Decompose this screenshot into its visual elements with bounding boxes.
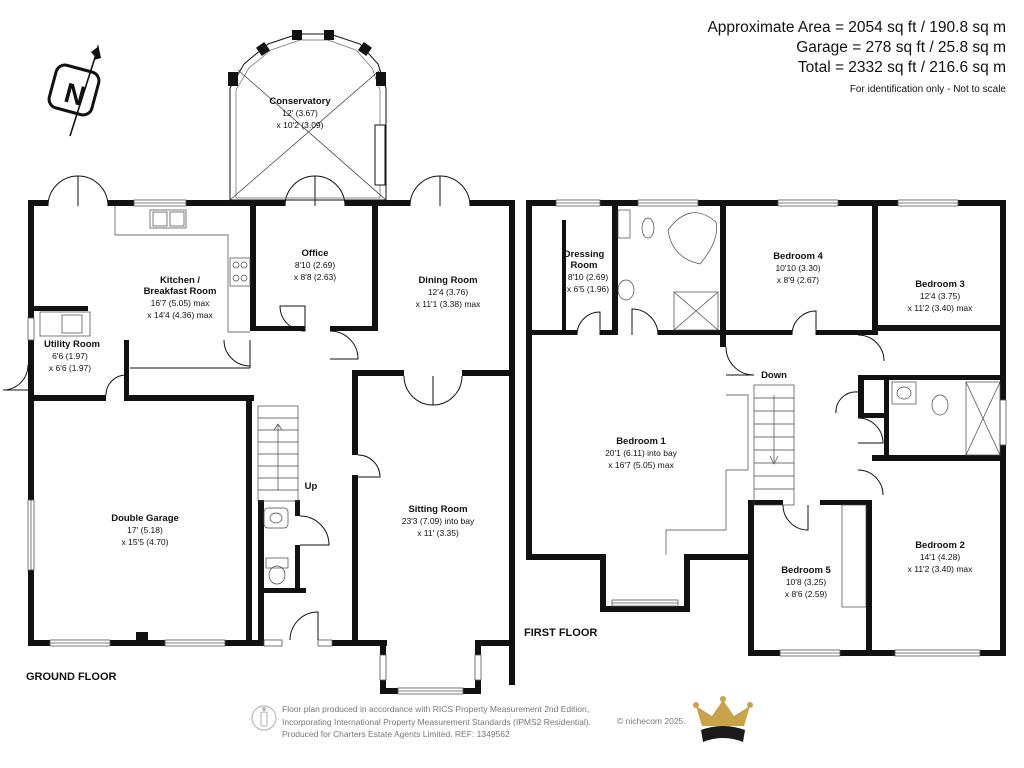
footer-line-1: Floor plan produced in accordance with R… [282, 704, 590, 714]
ground-doors [2, 175, 471, 641]
garage-dim2: x 15'5 (4.70) [122, 537, 169, 547]
approximate-area: Approximate Area = 2054 sq ft / 190.8 sq… [707, 19, 1006, 36]
bedroom1-dim2: x 16'7 (5.05) max [608, 460, 674, 470]
total-area: Total = 2332 sq ft / 216.6 sq m [797, 59, 1006, 76]
first-labels: Dressing Room 8'10 (2.69) x 6'5 (1.96) B… [524, 249, 973, 639]
sitting-dim1: 23'3 (7.09) into bay [402, 516, 475, 526]
stairs-up-label: Up [305, 481, 318, 492]
kitchen-dim1: 16'7 (5.05) max [151, 298, 211, 308]
utility-dim1: 6'6 (1.97) [52, 351, 88, 361]
scale-note: For identification only - Not to scale [849, 84, 1006, 95]
garage-name: Double Garage [111, 513, 179, 524]
first-doors [576, 308, 885, 531]
bedroom1-dim1: 20'1 (6.11) into bay [605, 448, 678, 458]
dressing-dim1: 8'10 (2.69) [568, 272, 609, 282]
north-arrow-icon: N [47, 44, 101, 137]
kitchen-name2: Breakfast Room [144, 286, 217, 297]
office-name: Office [302, 248, 329, 259]
footer-line-2: Incorporating International Property Mea… [282, 716, 591, 727]
dining-dim1: 12'4 (3.76) [428, 287, 469, 297]
bedroom4-dim1: 10'10 (3.30) [775, 263, 820, 273]
bedroom5-dim2: x 8'6 (2.59) [785, 589, 827, 599]
stairs-up [257, 405, 299, 502]
office-dim2: x 8'8 (2.63) [294, 272, 336, 282]
kitchen-fittings [39, 206, 251, 337]
compass-letter: N [61, 77, 89, 112]
bedroom3-dim1: 12'4 (3.75) [920, 291, 961, 301]
bedroom3-name: Bedroom 3 [915, 279, 965, 290]
crown-logo-icon [693, 696, 753, 742]
dressing-dim2: x 6'5 (1.96) [567, 284, 609, 294]
bedroom5-name: Bedroom 5 [781, 565, 831, 576]
copyright: © nichecom 2025. [617, 716, 686, 726]
office-dim1: 8'10 (2.69) [295, 260, 336, 270]
area-summary: Approximate Area = 2054 sq ft / 190.8 sq… [707, 18, 1006, 98]
dressing-name1: Dressing [564, 249, 605, 260]
ground-labels: Conservatory 12' (3.67) x 10'2 (3.09) Ki… [26, 96, 481, 683]
bedroom3-dim2: x 11'2 (3.40) max [908, 303, 974, 313]
first-floor-title: FIRST FLOOR [524, 627, 597, 639]
sitting-dim2: x 11' (3.35) [417, 528, 459, 538]
ground-floor-title: GROUND FLOOR [26, 671, 116, 683]
dressing-name2: Room [571, 260, 598, 271]
kitchen-name1: Kitchen / [160, 275, 200, 286]
conservatory-name: Conservatory [269, 96, 331, 107]
bedroom2-name: Bedroom 2 [915, 540, 965, 551]
garage-dim1: 17' (5.18) [127, 525, 163, 535]
bedroom2-dim2: x 11'2 (3.40) max [908, 564, 974, 574]
conservatory-outline [228, 30, 387, 201]
bedroom4-name: Bedroom 4 [773, 251, 823, 262]
dining-dim2: x 11'1 (3.38) max [416, 299, 482, 309]
ground-windows [27, 199, 482, 695]
footer-line-3: Produced for Charters Estate Agents Limi… [282, 729, 510, 739]
cloakroom-fittings [263, 507, 289, 585]
stairs-down [753, 384, 795, 506]
bedroom1-name: Bedroom 1 [616, 436, 666, 447]
stairs-down-label: Down [761, 370, 787, 381]
bathroom-fittings [617, 209, 1001, 456]
sitting-name: Sitting Room [408, 504, 467, 515]
first-floor-walls [526, 200, 1006, 656]
bedroom4-dim2: x 8'9 (2.67) [777, 275, 819, 285]
dining-name: Dining Room [418, 275, 477, 286]
utility-name: Utility Room [44, 339, 100, 350]
bedroom2-dim1: 14'1 (4.28) [920, 552, 961, 562]
utility-dim2: x 6'6 (1.97) [49, 363, 91, 373]
bedroom5-dim1: 10'8 (3.25) [786, 577, 827, 587]
garage-area: Garage = 278 sq ft / 25.8 sq m [796, 39, 1006, 56]
kitchen-dim2: x 14'4 (4.36) max [147, 310, 213, 320]
rics-badge-icon [251, 705, 277, 731]
first-windows [555, 199, 1007, 657]
conservatory-dim2: x 10'2 (3.09) [277, 120, 324, 130]
conservatory-dim1: 12' (3.67) [282, 108, 318, 118]
footer-text: Floor plan produced in accordance with R… [282, 703, 591, 741]
bedroom1-wardrobe [665, 394, 867, 608]
